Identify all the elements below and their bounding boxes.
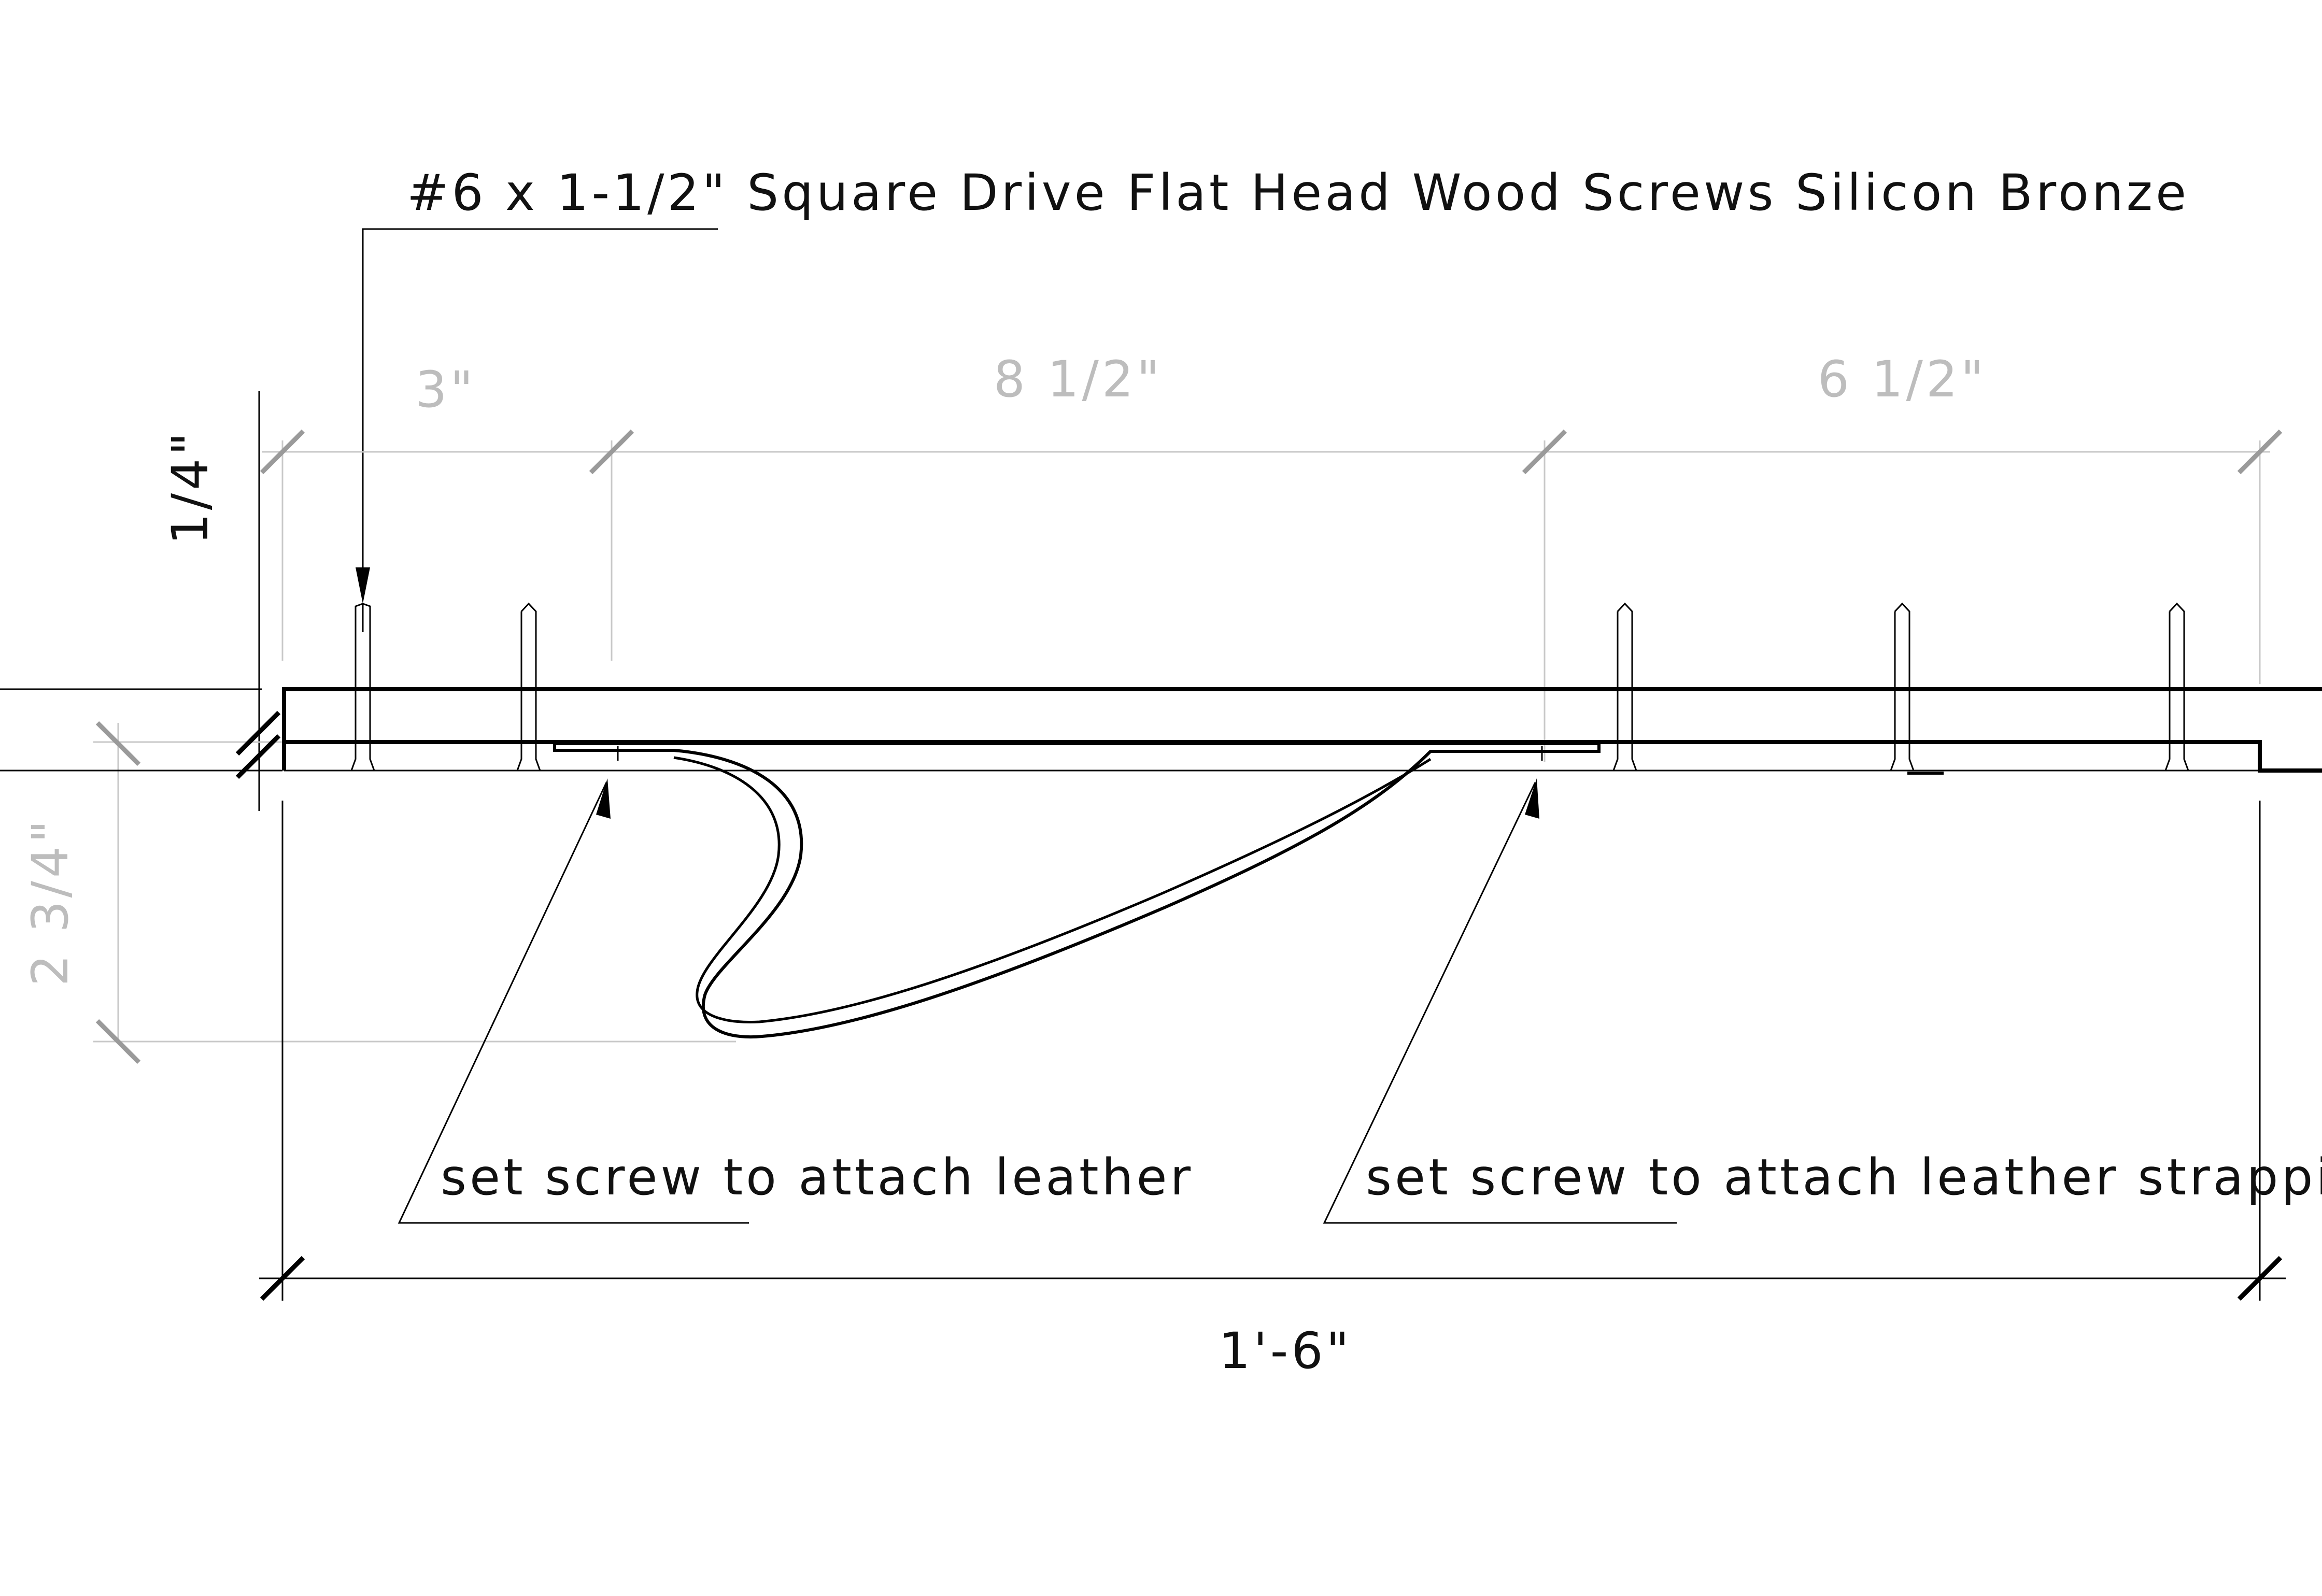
screw-4 [1889,602,1915,772]
screw-spec-leader [362,228,718,598]
dim-8-half-in: 8 1/2" [994,350,1163,408]
screw-spec-note: #6 x 1-1/2" Square Drive Flat Head Wood … [407,164,2189,222]
top-tick-4 [2237,429,2283,475]
dim-3in: 3" [415,361,476,419]
top-tick-1 [260,429,305,475]
dim-6-half-in: 6 1/2" [1818,350,1987,408]
left-tick-black-1 [235,710,281,756]
bottom-tick-right [2237,1256,2283,1301]
screw-1 [350,603,376,772]
screw-spec-arrowhead [356,567,370,604]
leather-strap-inner [673,756,1432,1023]
left-set-screw-leader [398,782,749,1224]
left-tick-upper [95,721,141,766]
right-set-screw-leader [1323,782,1677,1224]
right-set-screw-arrowhead [1525,778,1539,819]
screw-3 [1612,602,1638,772]
left-set-screw-arrowhead [596,778,611,819]
screw-2 [516,602,542,772]
top-tick-2 [589,429,634,475]
left-set-screw-note: set screw to attach leather [441,1148,1194,1206]
dim-quarter-in: 1/4" [161,430,219,545]
dim-overall-width: 1'-6" [1219,1322,1352,1380]
right-set-screw-note: set screw to attach leather strapping [1366,1148,2322,1206]
screw-5 [2164,602,2190,772]
left-tick-lower [95,1019,141,1064]
top-tick-3 [1522,429,1567,475]
leather-strap [553,742,1601,1039]
dim-2-3quarter-in: 2 3/4" [21,817,79,986]
board-outline [282,687,2322,773]
bottom-tick-left [260,1256,305,1301]
